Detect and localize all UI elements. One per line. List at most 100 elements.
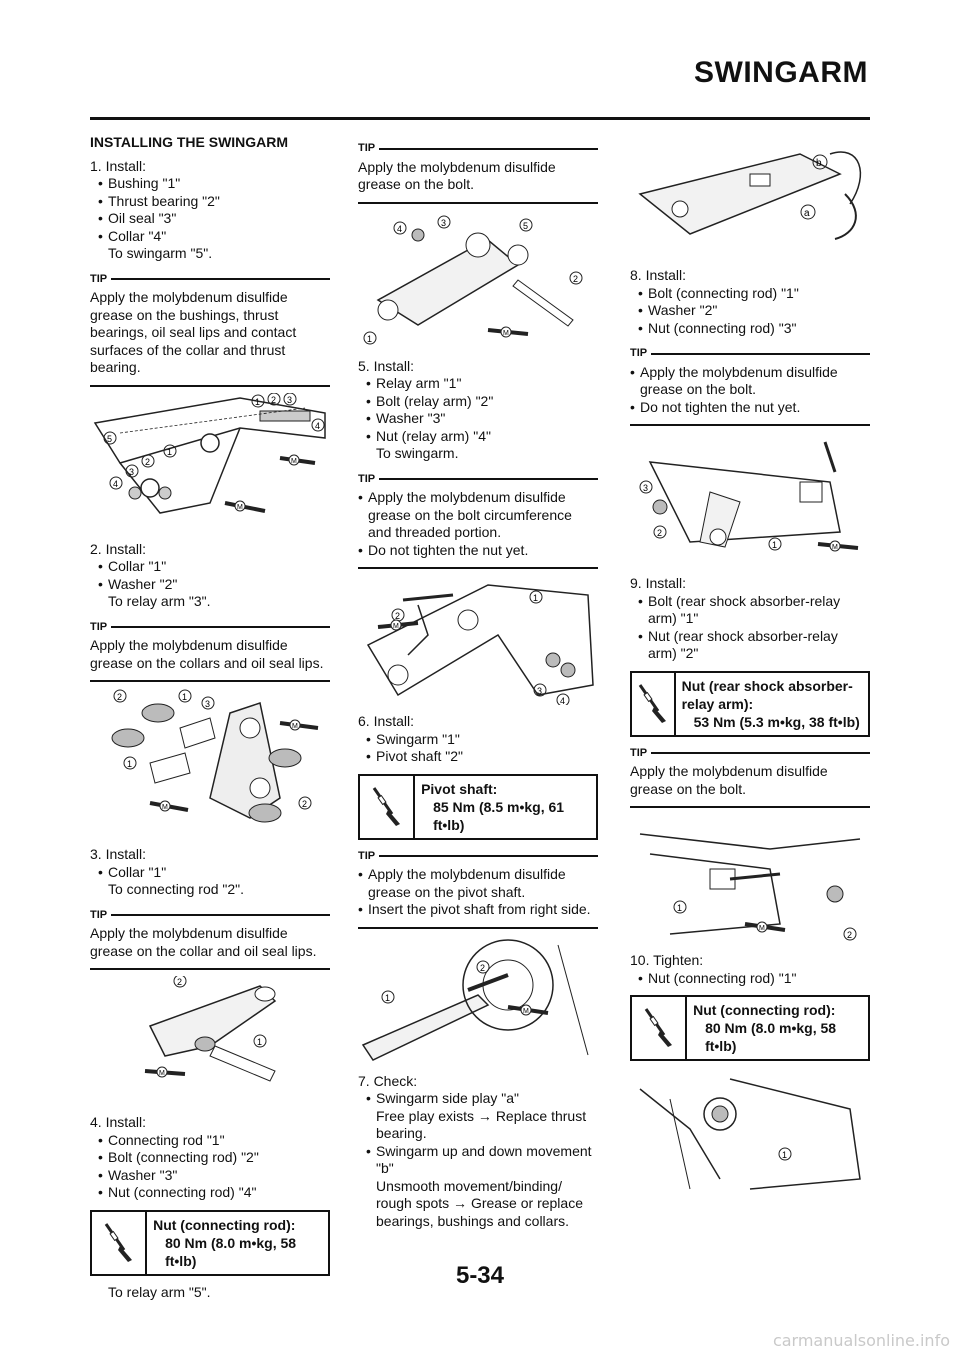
- svg-text:1: 1: [182, 692, 187, 702]
- torque-wrench-icon: [92, 1211, 148, 1274]
- svg-text:M: M: [393, 623, 399, 630]
- svg-text:3: 3: [205, 699, 210, 709]
- torque-spec-box: Nut (connecting rod): 80 Nm (8.0 m•kg, 5…: [630, 995, 870, 1061]
- step-target: To relay arm "3".: [108, 593, 211, 609]
- tip-label: TIP: [358, 849, 376, 862]
- step-label: 4. Install:: [90, 1114, 147, 1130]
- step-label: 7. Check:: [358, 1072, 418, 1089]
- step-target: To connecting rod "2".: [108, 881, 245, 897]
- list-item: Bolt (relay arm) "2": [366, 393, 598, 411]
- step-label: 9. Install:: [630, 575, 687, 591]
- swingarm-play-check-illustration: b a: [638, 151, 861, 240]
- svg-text:1: 1: [533, 593, 538, 603]
- step-target: To swingarm "5".: [108, 245, 213, 261]
- torque-name: Pivot shaft:: [421, 780, 498, 797]
- torque-value: 85 Nm (8.5 m•kg, 61 ft•lb): [433, 798, 565, 833]
- torque-value: 80 Nm (8.0 m•kg, 58 ft•lb): [705, 1020, 837, 1054]
- torque-name: Nut (rear shock absorber-relay arm):: [681, 677, 853, 712]
- svg-text:2: 2: [145, 457, 150, 467]
- tip-item: Apply the molybdenum disulfide grease on…: [358, 866, 598, 901]
- tip-label: TIP: [90, 620, 108, 633]
- svg-text:1: 1: [385, 993, 390, 1003]
- tip-label: TIP: [358, 472, 376, 485]
- step-label: 2. Install:: [90, 540, 147, 557]
- svg-text:1: 1: [255, 397, 260, 407]
- torque-value: 80 Nm (8.0 m•kg, 58 ft•lb): [165, 1234, 297, 1269]
- svg-text:2: 2: [395, 611, 400, 621]
- section-heading: INSTALLING THE SWINGARM: [90, 134, 289, 150]
- step-target: To relay arm "5".: [108, 1283, 211, 1300]
- list-item: Collar "1": [98, 558, 330, 576]
- svg-text:M: M: [523, 1008, 529, 1015]
- list-item: Connecting rod "1": [98, 1132, 330, 1150]
- list-item: Swingarm side play "a": [366, 1090, 598, 1108]
- svg-text:M: M: [292, 723, 298, 730]
- list-item: Collar "4": [98, 228, 330, 246]
- step-target: To swingarm.: [376, 445, 459, 461]
- tip-item: Do not tighten the nut yet.: [630, 399, 870, 417]
- list-item: Nut (relay arm) "4": [366, 428, 598, 446]
- molybdenum-grease-icon: M: [279, 454, 316, 465]
- svg-text:M: M: [832, 544, 838, 551]
- svg-text:M: M: [237, 504, 243, 511]
- tip-box: TIP Apply the molybdenum disulfide greas…: [90, 619, 330, 682]
- tip-box: TIP Apply the molybdenum disulfide greas…: [358, 140, 598, 204]
- svg-text:1: 1: [257, 1037, 262, 1047]
- step-label: 3. Install:: [90, 846, 147, 862]
- tip-box: TIP Apply the molybdenum disulfide greas…: [358, 848, 598, 929]
- molybdenum-grease-icon: M: [744, 921, 786, 933]
- torque-spec-box: Nut (connecting rod): 80 Nm (8.0 m•kg, 5…: [90, 1209, 330, 1276]
- list-item: Nut (rear shock absorber-relay arm) "2": [638, 628, 870, 663]
- svg-text:M: M: [162, 804, 168, 811]
- svg-text:2: 2: [302, 799, 307, 809]
- connecting-rod-bolt-illustration: 3 2 1 M: [639, 441, 859, 552]
- svg-text:a: a: [804, 208, 810, 219]
- torque-wrench-icon: [632, 672, 676, 735]
- svg-text:2: 2: [480, 963, 485, 973]
- svg-text:M: M: [159, 1070, 165, 1077]
- list-item: Bushing "1": [98, 175, 330, 193]
- column-2: TIP Apply the molybdenum disulfide greas…: [358, 126, 598, 1230]
- relay-arm-illustration: 4 3 5 2 1 M: [363, 215, 583, 344]
- list-item: Thrust bearing "2": [98, 193, 330, 211]
- list-item: Collar "1": [98, 864, 330, 882]
- tip-label: TIP: [630, 746, 648, 759]
- list-item: Relay arm "1": [366, 375, 598, 393]
- torque-wrench-icon: [360, 775, 416, 838]
- molybdenum-grease-icon: M: [487, 326, 529, 337]
- step-label: 6. Install:: [358, 713, 415, 729]
- list-item: Oil seal "3": [98, 210, 330, 228]
- list-item: Nut (connecting rod) "4": [98, 1184, 330, 1202]
- tip-text: Apply the molybdenum disulfide grease on…: [630, 763, 828, 797]
- svg-text:M: M: [759, 925, 765, 932]
- svg-text:5: 5: [523, 221, 528, 231]
- torque-spec-box: Pivot shaft: 85 Nm (8.5 m•kg, 61 ft•lb): [358, 773, 598, 840]
- molybdenum-grease-icon: M: [377, 619, 419, 631]
- tip-item: Insert the pivot shaft from right side.: [358, 901, 598, 919]
- svg-text:3: 3: [537, 686, 542, 696]
- step-label: 8. Install:: [630, 267, 687, 283]
- svg-text:2: 2: [573, 274, 578, 284]
- tip-box: TIP Apply the molybdenum disulfide greas…: [90, 907, 330, 970]
- svg-text:1: 1: [167, 447, 172, 457]
- list-item: Washer "3": [98, 1167, 330, 1185]
- tip-item: Do not tighten the nut yet.: [358, 542, 598, 560]
- list-item: Pivot shaft "2": [366, 748, 598, 766]
- relay-arm-collar-illustration: 2 1 3 1 2 M M: [111, 689, 319, 823]
- tip-text: Apply the molybdenum disulfide grease on…: [358, 158, 556, 193]
- column-3: b a 8. Install: Bolt (connecting rod) "1…: [630, 126, 870, 1202]
- tip-text: Apply the molybdenum disulfide grease on…: [90, 637, 324, 671]
- column-1: INSTALLING THE SWINGARM 1. Install: Bush…: [90, 126, 330, 1301]
- svg-text:2: 2: [117, 692, 122, 702]
- title-rule: [90, 117, 870, 120]
- connecting-rod-illustration: 2 1 M: [144, 976, 277, 1082]
- tip-box: TIP Apply the molybdenum disulfide greas…: [358, 471, 598, 569]
- list-item: Swingarm up and down movement "b": [366, 1143, 598, 1178]
- page-number: 5-34: [455, 1262, 505, 1289]
- svg-text:5: 5: [107, 434, 112, 444]
- svg-text:3: 3: [643, 483, 648, 493]
- molybdenum-grease-icon: M: [149, 800, 189, 812]
- list-item: Nut (connecting rod) "1": [638, 970, 870, 988]
- list-item: Washer "2": [98, 576, 330, 594]
- svg-text:3: 3: [129, 467, 134, 477]
